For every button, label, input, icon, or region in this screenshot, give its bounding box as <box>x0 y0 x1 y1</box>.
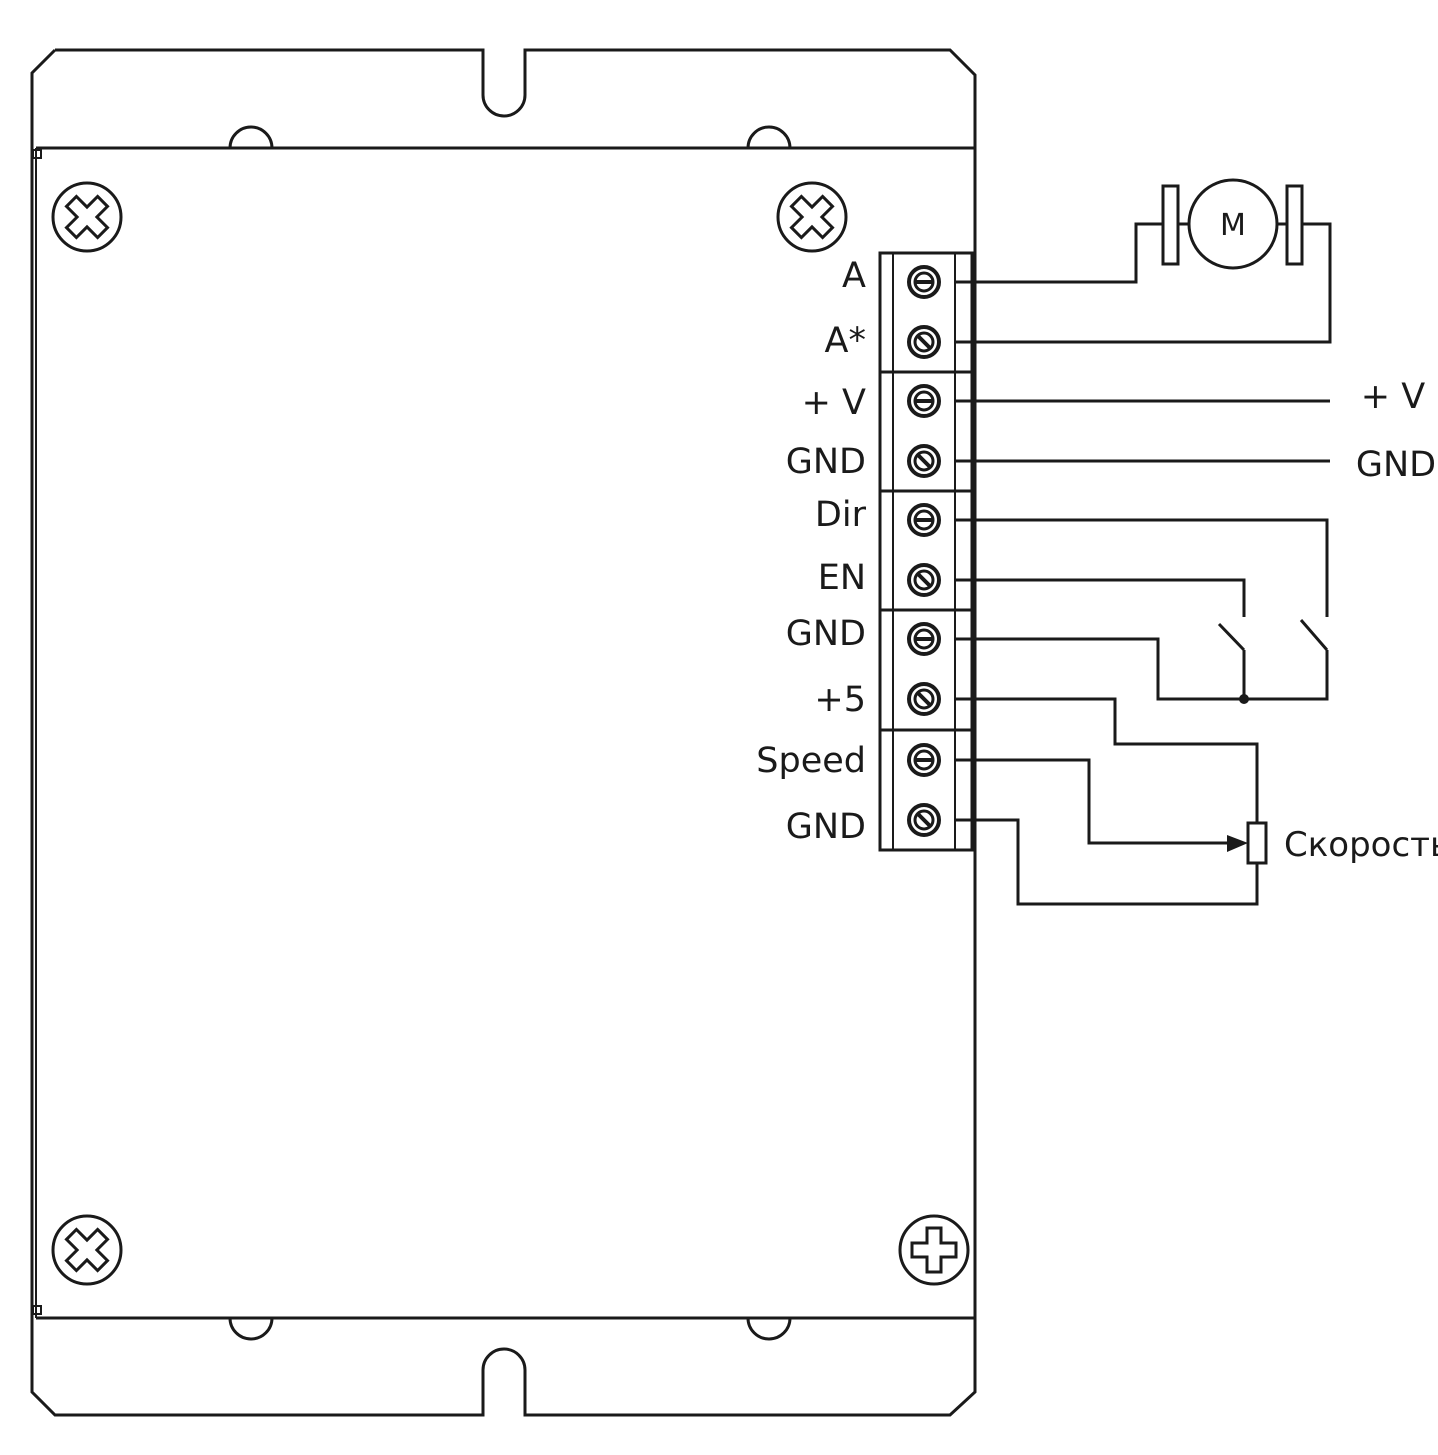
terminal-label-speed: Speed <box>756 741 866 781</box>
terminal-label-a-star: A* <box>825 321 866 361</box>
supply-plus-label: + V <box>1361 377 1425 417</box>
screw-terminal-icon <box>907 325 941 359</box>
terminal-label-en: EN <box>818 558 866 598</box>
screw-terminal-icon <box>907 743 941 777</box>
terminal-label-dir: Dir <box>815 495 867 535</box>
junction-dot <box>1239 694 1249 704</box>
motor-icon: M <box>1161 178 1304 270</box>
mounting-screw-icon <box>51 181 123 253</box>
screw-terminal-icon <box>907 622 941 656</box>
terminal-label-gnd-3: GND <box>786 807 866 847</box>
potentiometer-icon <box>1227 821 1268 865</box>
terminal-label-plus-5: +5 <box>814 680 866 720</box>
controller-housing <box>30 48 977 1417</box>
switch-icon <box>1217 622 1246 652</box>
screw-terminal-icon <box>907 803 941 837</box>
screw-terminal-icon <box>907 503 941 537</box>
screw-terminal-icon <box>907 444 941 478</box>
screw-terminal-icon <box>907 265 941 299</box>
terminal-label-a: A <box>842 256 866 296</box>
terminal-labels: A A* + V GND Dir EN GND +5 Speed GND <box>756 256 866 847</box>
mounting-screw-icon <box>776 181 848 253</box>
terminal-label-plus-v: + V <box>802 383 866 423</box>
mounting-screw-icon <box>898 1214 970 1286</box>
switch-icon <box>1299 619 1329 651</box>
motor-label: M <box>1220 208 1246 243</box>
mounting-screw-icon <box>51 1214 123 1286</box>
terminal-label-gnd-2: GND <box>786 614 866 654</box>
supply-gnd-label: GND <box>1356 445 1436 485</box>
screw-terminal-icon <box>907 384 941 418</box>
terminal-block <box>878 251 974 852</box>
screw-terminal-icon <box>907 563 941 597</box>
terminal-label-gnd-1: GND <box>786 442 866 482</box>
wires <box>955 222 1332 906</box>
screw-terminal-icon <box>907 682 941 716</box>
potentiometer-label: Скорость <box>1284 825 1438 865</box>
